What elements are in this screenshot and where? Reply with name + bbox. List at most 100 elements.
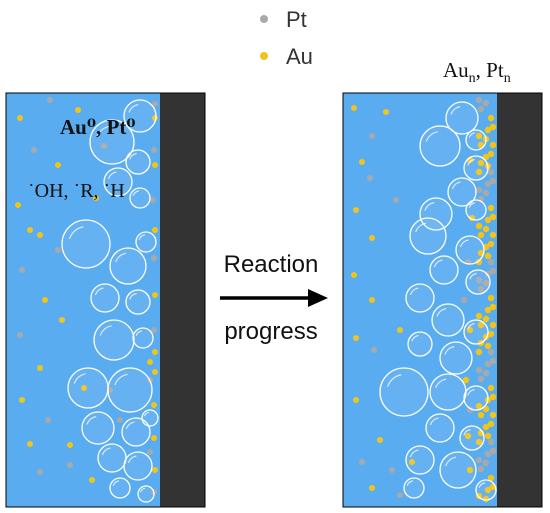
bubble — [429, 255, 459, 285]
au-deposit — [487, 204, 495, 212]
pt-deposit — [151, 147, 157, 153]
left-bubbles — [61, 99, 159, 503]
bubble — [425, 413, 455, 443]
bubble — [125, 149, 151, 175]
pt-particle — [17, 332, 23, 338]
pt-deposit — [489, 267, 497, 275]
au-deposit — [482, 423, 490, 431]
bubble-highlight — [135, 330, 143, 337]
left-solution — [6, 93, 160, 507]
bubble — [405, 283, 435, 313]
pt-deposit — [477, 105, 485, 113]
au-deposit — [482, 225, 490, 233]
au-particle — [359, 159, 365, 165]
bubble — [109, 247, 147, 285]
pt-deposit — [482, 189, 490, 197]
arrow-label-bottom: progress — [224, 318, 317, 345]
pt-particle — [389, 467, 395, 473]
bubble-highlight — [450, 106, 461, 115]
au-deposit — [487, 474, 495, 482]
pt-deposit — [460, 296, 468, 304]
bubble — [455, 235, 485, 265]
right-electrode — [497, 93, 542, 507]
au-deposit — [477, 141, 485, 149]
au-particle — [59, 317, 65, 323]
au-particle — [377, 437, 383, 443]
bubble — [141, 409, 159, 427]
bubble-highlight — [406, 480, 414, 487]
pt-deposit — [152, 101, 158, 107]
arrow-label-top: Reaction — [224, 251, 319, 278]
bubble — [135, 231, 157, 253]
au-particle — [15, 202, 21, 208]
bubble — [123, 451, 153, 481]
left-panel: Au⁰, Pt⁰ ˙OH, ˙R, ˙H — [5, 92, 206, 508]
right-label-au: Au — [443, 58, 469, 82]
bubble-highlight — [96, 125, 110, 138]
pt-particle — [37, 469, 43, 475]
bubble-highlight — [127, 455, 137, 464]
bubble — [439, 451, 477, 489]
au-deposit — [487, 240, 495, 248]
au-deposit — [489, 123, 497, 131]
bubble-highlight — [425, 131, 438, 142]
au-particle — [409, 459, 415, 465]
au-deposit — [487, 384, 495, 392]
pt-deposit — [475, 456, 483, 464]
pt-deposit — [475, 366, 483, 374]
au-deposit — [477, 159, 485, 167]
au-deposit — [484, 126, 492, 134]
au-deposit — [152, 467, 158, 473]
bubble-highlight — [129, 292, 137, 300]
pt-deposit — [482, 279, 490, 287]
pt-deposit — [484, 450, 492, 458]
bubble — [132, 327, 154, 349]
bubble — [61, 219, 111, 269]
bubble-highlight — [463, 428, 471, 436]
bubble — [465, 199, 487, 221]
au-particle — [353, 335, 359, 341]
bubble-highlight — [433, 259, 443, 268]
pt-particle — [397, 492, 403, 498]
au-deposit — [152, 292, 158, 298]
au-particle — [369, 235, 375, 241]
arrow-head — [308, 289, 328, 307]
bubble-highlight — [69, 226, 84, 239]
bubble-highlight — [467, 388, 475, 396]
bubble — [431, 303, 465, 337]
bubble-highlight — [411, 334, 419, 342]
left-electrode — [160, 93, 205, 507]
pt-deposit — [477, 465, 485, 473]
bubble — [459, 425, 485, 451]
pt-particle — [67, 462, 73, 468]
legend-pt-dot — [260, 15, 268, 23]
reaction-arrow-group: Reaction progress — [220, 251, 328, 345]
bubble-highlight — [73, 373, 86, 384]
bubble-highlight — [101, 447, 111, 456]
pt-particle — [101, 143, 107, 149]
bubble — [409, 217, 447, 255]
right-label-pt: Pt — [486, 58, 504, 82]
bubble — [97, 443, 127, 473]
au-deposit — [489, 231, 497, 239]
bubble-highlight — [459, 239, 469, 248]
bubble-highlight — [125, 421, 135, 430]
au-particle — [353, 207, 359, 213]
left-particles — [15, 97, 158, 495]
au-deposit — [475, 402, 483, 410]
bubble-highlight — [478, 482, 486, 489]
au-deposit — [475, 348, 483, 356]
au-deposit — [484, 216, 492, 224]
au-deposit — [151, 435, 157, 441]
au-deposit — [484, 252, 492, 260]
bubble-highlight — [139, 487, 146, 493]
au-deposit — [487, 330, 495, 338]
bubble-highlight — [409, 287, 419, 296]
pt-deposit — [475, 186, 483, 194]
au-particle — [81, 385, 87, 391]
bubble — [463, 319, 489, 345]
bubble — [129, 187, 151, 209]
bubble-highlight — [435, 378, 447, 389]
au-particle — [397, 327, 403, 333]
bubble — [93, 319, 135, 361]
